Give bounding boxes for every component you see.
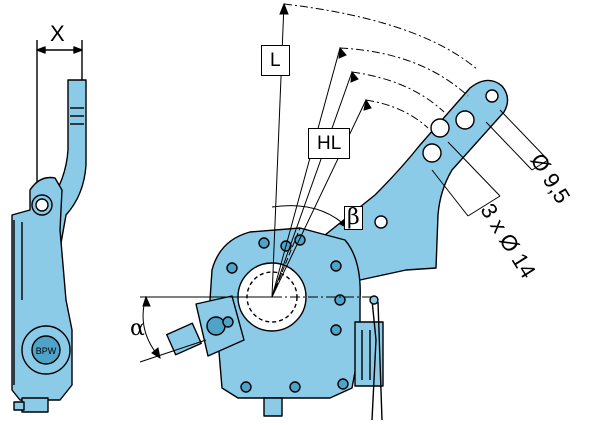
retaining-clip (371, 299, 383, 421)
side-cover (354, 321, 384, 387)
l-dimension-label: L (261, 45, 290, 76)
alpha-angle-label: α (130, 316, 145, 341)
svg-text:BPW: BPW (36, 346, 57, 356)
hole-small (485, 89, 499, 103)
side-view: BPW (11, 40, 87, 413)
front-view (166, 79, 509, 421)
adjuster-arm (299, 79, 509, 281)
side-pivot-hole (35, 198, 49, 212)
arm-center-hole (374, 215, 388, 229)
housing-bolts (222, 234, 349, 393)
dimension-lines (139, 2, 549, 363)
bottom-bolt (263, 397, 283, 417)
hole-large-1 (455, 110, 475, 130)
x-dimension (36, 40, 83, 200)
beta-angle-label: β (344, 206, 363, 230)
x-dimension-label: X (50, 21, 65, 46)
hole-large-2 (430, 118, 450, 138)
side-bolt (21, 397, 49, 413)
hole-large-3 (422, 143, 442, 163)
hl-dimension-label: HL (308, 128, 351, 159)
adjusting-hex (166, 322, 202, 356)
